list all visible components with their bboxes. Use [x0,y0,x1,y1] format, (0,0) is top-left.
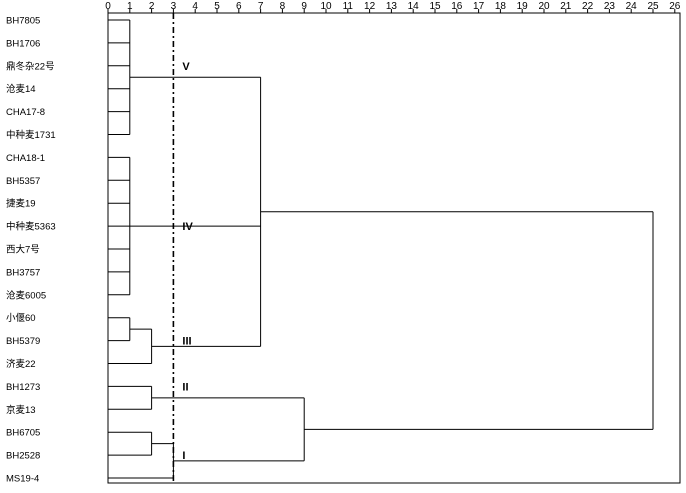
group-label-ii: II [182,381,188,393]
leaf-label: 中种麦5363 [6,221,56,233]
leaf-label: BH1706 [6,38,40,49]
axis-tick-label: 14 [408,1,420,12]
group-label-v: V [182,61,190,73]
axis-tick-label: 21 [560,1,572,12]
plot-frame [107,12,681,484]
leaf-label: 西大7号 [6,244,40,256]
axis-tick-label: 0 [105,1,111,12]
leaf-label: BH6705 [6,428,40,439]
leaf-label: 京麦13 [6,404,36,416]
leaf-label: 捷麦19 [6,198,36,210]
leaf-label: 沧麦6005 [6,289,46,301]
axis-tick-label: 24 [626,1,638,12]
leaf-label: BH5357 [6,176,40,187]
leaf-label: BH1273 [6,382,40,393]
leaf-label: CHA18-1 [6,153,45,164]
group-label-iii: III [182,336,191,348]
axis-tick-label: 11 [343,1,354,12]
axis-tick-label: 13 [386,1,398,12]
leaf-label: BH5379 [6,336,40,347]
axis-tick-label: 19 [517,1,529,12]
axis-tick-label: 2 [149,1,155,12]
axis-tick-label: 25 [647,1,659,12]
leaf-label: 鼎冬杂22号 [6,60,55,72]
group-label-i: I [182,450,185,462]
axis-tick-label: 7 [258,1,264,12]
leaf-label: 沧麦14 [6,83,36,95]
leaf-label: BH3757 [6,267,40,278]
leaf-label: 中种麦1731 [6,129,56,141]
axis-tick-label: 9 [301,1,307,12]
axis-tick-label: 20 [538,1,550,12]
leaf-label: MS19-4 [6,474,39,485]
axis-tick-label: 6 [236,1,242,12]
axis-tick-label: 23 [604,1,616,12]
axis-tick-label: 5 [214,1,220,12]
axis-tick-label: 22 [582,1,594,12]
axis-tick-label: 4 [192,1,198,12]
leaf-label: CHA17-8 [6,107,45,118]
group-label-iv: IV [182,221,193,233]
axis-tick-label: 10 [320,1,332,12]
axis-tick-label: 1 [127,1,133,12]
axis-tick-label: 15 [429,1,441,12]
axis-tick-label: 3 [171,1,177,12]
leaf-label: BH7805 [6,16,40,27]
axis-tick-label: 12 [364,1,376,12]
axis-tick-label: 8 [280,1,286,12]
axis-tick-label: 26 [669,1,681,12]
leaf-label: 小偃60 [6,312,36,324]
axis-tick-label: 16 [451,1,463,12]
axis-tick-label: 17 [473,1,485,12]
leaf-label: 济麦22 [6,358,36,370]
axis-tick-label: 18 [495,1,507,12]
leaf-label: BH2528 [6,451,40,462]
